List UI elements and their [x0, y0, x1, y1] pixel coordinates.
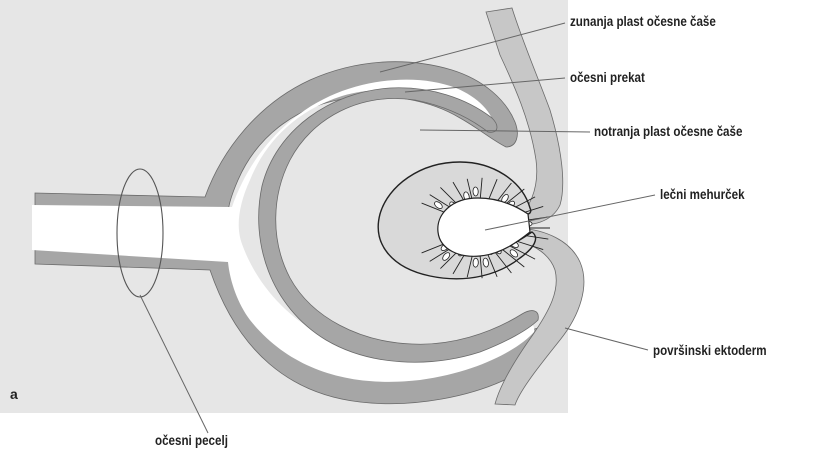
label-inner-layer: notranja plast očesne čaše — [594, 124, 742, 139]
label-outer-layer: zunanja plast očesne čaše — [570, 14, 716, 29]
panel-letter: a — [10, 386, 18, 402]
leader-surface-ectoderm — [565, 328, 648, 350]
lens-cell-nucleus — [473, 258, 479, 267]
label-surface-ectoderm: površinski ektoderm — [653, 343, 767, 358]
label-lens-vesicle: lečni mehurček — [660, 187, 745, 202]
label-optic-stalk: očesni pecelj — [155, 433, 228, 448]
label-optic-space: očesni prekat — [570, 70, 645, 85]
lens-cell-nucleus — [473, 187, 479, 196]
